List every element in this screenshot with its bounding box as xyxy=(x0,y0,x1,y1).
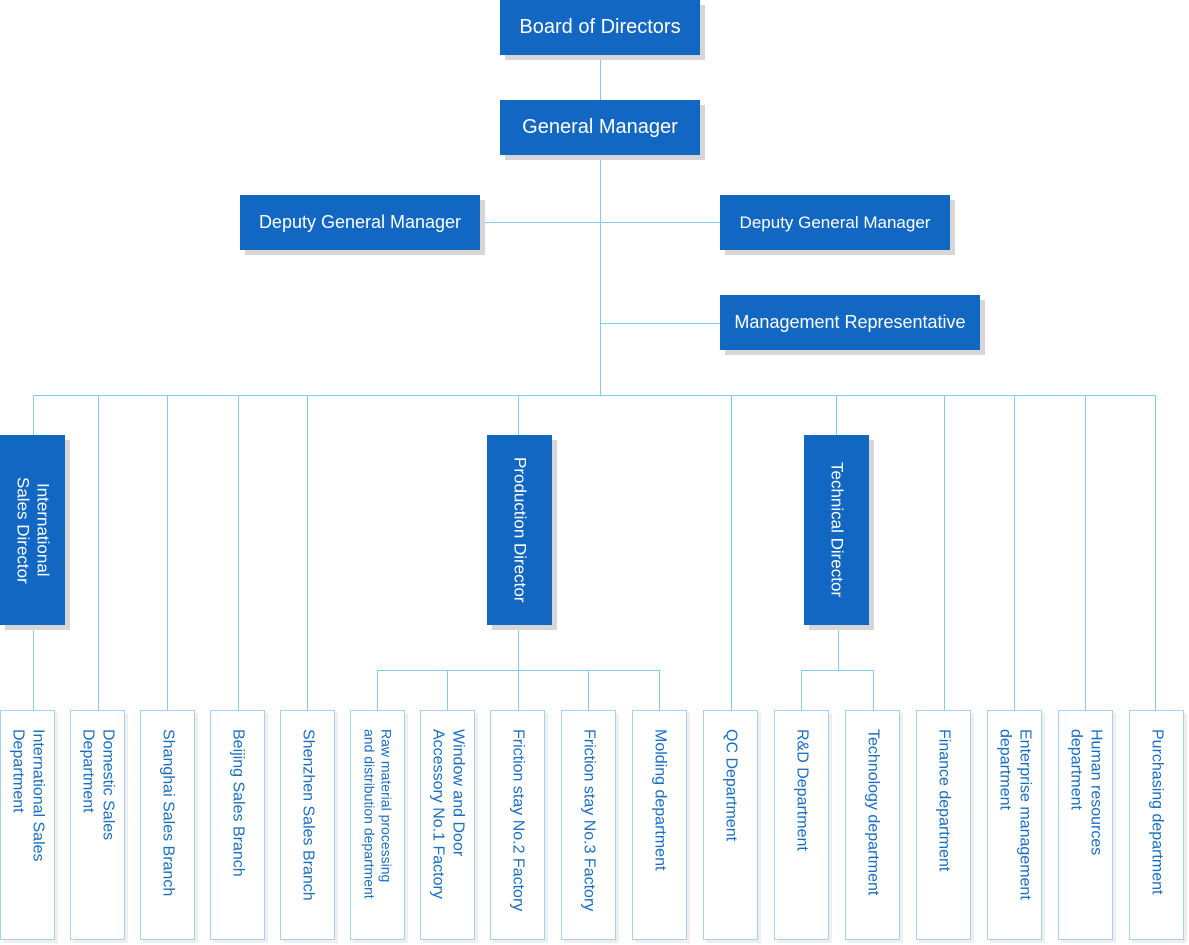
deputy-general-manager-right-label: Deputy General Manager xyxy=(739,212,931,232)
department-label: Domestic Sales Department xyxy=(79,729,117,841)
department-box-molding: Molding department xyxy=(632,710,687,940)
department-box-qc: QC Department xyxy=(703,710,758,940)
technical-director-label: Technical Director xyxy=(827,462,847,598)
department-box-technology: Technology department xyxy=(845,710,900,940)
department-label: Technology department xyxy=(864,729,882,896)
deputy-general-manager-right-box: Deputy General Manager xyxy=(720,195,950,250)
department-label: Shanghai Sales Branch xyxy=(159,729,177,897)
department-label: Shenzhen Sales Branch xyxy=(299,729,317,901)
department-label: R&D Department xyxy=(793,729,811,851)
department-label: Enterprise management department xyxy=(996,729,1034,900)
deputy-general-manager-left-box: Deputy General Manager xyxy=(240,195,480,250)
department-label: International Sales Department xyxy=(9,729,47,862)
department-box-window-door-factory-1: Window and Door Accessory No.1 Factory xyxy=(420,710,475,940)
department-box-purchasing: Purchasing department xyxy=(1129,710,1184,940)
production-director-box: Production Director xyxy=(487,435,552,625)
department-label: Window and Door Accessory No.1 Factory xyxy=(429,729,467,899)
department-box-shenzhen-sales: Shenzhen Sales Branch xyxy=(280,710,335,940)
international-sales-director-label: International Sales Director xyxy=(13,476,53,584)
general-manager-box: General Manager xyxy=(500,100,700,155)
department-box-raw-material: Raw material processing and distribution… xyxy=(350,710,405,940)
board-of-directors-box: Board of Directors xyxy=(500,0,700,55)
department-box-human-resources: Human resources department xyxy=(1058,710,1113,940)
department-label: Human resources department xyxy=(1067,729,1105,856)
board-of-directors-label: Board of Directors xyxy=(519,16,681,38)
department-box-rnd: R&D Department xyxy=(774,710,829,940)
department-box-enterprise-management: Enterprise management department xyxy=(987,710,1042,940)
department-label: Finance department xyxy=(935,729,953,872)
department-label: Raw material processing and distribution… xyxy=(361,729,395,899)
department-box-domestic-sales: Domestic Sales Department xyxy=(70,710,125,940)
department-box-international-sales: International Sales Department xyxy=(0,710,55,940)
department-label: Friction stay No.3 Factory xyxy=(580,729,598,912)
department-label: Purchasing department xyxy=(1148,729,1166,895)
international-sales-director-box: International Sales Director xyxy=(0,435,65,625)
department-box-shanghai-sales: Shanghai Sales Branch xyxy=(140,710,195,940)
management-representative-box: Management Representative xyxy=(720,295,980,350)
department-label: Friction stay No.2 Factory xyxy=(509,729,527,912)
department-label: Molding department xyxy=(651,729,669,871)
technical-director-box: Technical Director xyxy=(804,435,869,625)
deputy-general-manager-left-label: Deputy General Manager xyxy=(258,212,462,232)
department-label: Beijing Sales Branch xyxy=(229,729,247,877)
production-director-label: Production Director xyxy=(510,457,530,603)
department-label: QC Department xyxy=(722,729,740,842)
department-box-friction-stay-factory-2: Friction stay No.2 Factory xyxy=(490,710,545,940)
department-box-friction-stay-factory-3: Friction stay No.3 Factory xyxy=(561,710,616,940)
general-manager-label: General Manager xyxy=(522,116,678,138)
department-box-finance: Finance department xyxy=(916,710,971,940)
management-representative-label: Management Representative xyxy=(734,312,966,332)
department-box-beijing-sales: Beijing Sales Branch xyxy=(210,710,265,940)
